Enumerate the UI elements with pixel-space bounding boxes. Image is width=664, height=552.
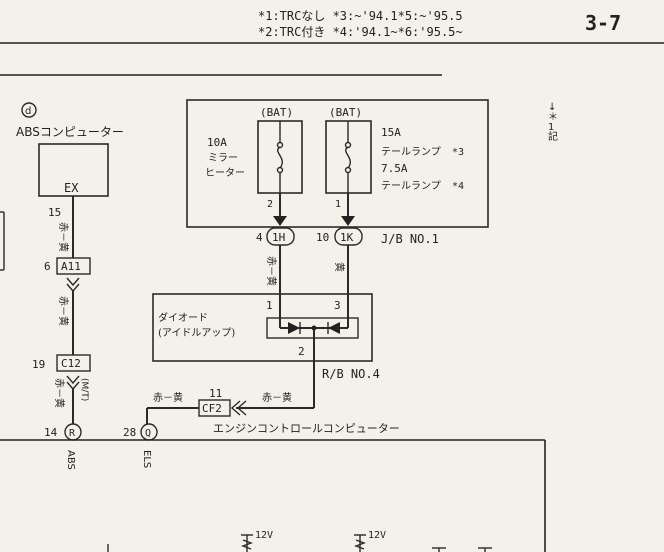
fuse-left-pin: 2 [267,199,273,210]
cf2-chevron-1-icon [236,400,247,416]
fuse-box [186,99,489,228]
fuse-right-terminal-bottom [344,166,352,174]
fuse-left-name-1: ミラー [208,152,238,164]
fuse-right-name-1: テールランプ [381,146,441,158]
abs-pin-15: 15 [48,206,61,219]
ecu-terminal-r-label: R [69,428,76,439]
fuse-left-rating: 10A [207,136,227,149]
ecu-label-els: ELS [141,450,152,468]
jb-wire-color-left: 赤－黄 [265,256,278,286]
fuse-right-arrow-icon [341,216,355,226]
connector-c12 [56,354,91,372]
jb-label: J/B NO.1 [381,232,439,246]
diode-title-1: ダイオード [158,311,208,324]
fuse-left-terminal-bottom [276,166,284,174]
page-number: 3-7 [585,11,621,35]
ecu-pin-els: 28 [123,426,136,439]
cf2-wire-color: 赤－黄 [153,391,183,404]
fuse-right-note-1: *3 [452,147,464,158]
abs-computer-title: ABSコンピューター [16,125,124,139]
fuse-right-pin: 1 [335,199,341,210]
fuse-right-terminal-top [344,141,352,149]
header-notes-line1: *1:TRCなし *3:~'94.1*5:~'95.5 [258,9,463,23]
diode-right-icon [328,322,340,334]
c12-chevron-top-icon [66,375,80,385]
v2-resistor-icon [354,539,366,550]
fuse-right-note-2: *4 [452,181,464,192]
ecu-terminal-q-label: Q [145,428,151,439]
abs-wire-color-3: 赤－黄 [53,378,66,408]
connector-cf2-label: CF2 [202,402,222,415]
diode-wire-color: 赤－黄 [262,391,292,404]
diode-pin-3: 3 [334,299,341,312]
v1-resistor-icon [241,539,253,550]
connector-a11 [56,257,91,275]
fuse-right-bat: (BAT) [329,106,362,119]
connector-c12-label: C12 [61,357,81,370]
fuse-left-name-2: ヒーター [205,167,245,179]
abs-circle-marker [21,102,37,118]
fuse-left-element-icon [277,146,283,169]
diode-pin-1: 1 [266,299,273,312]
diode-box [152,293,373,362]
abs-wire-color-1: 赤－黄 [57,222,70,252]
fuse-right-element-icon [345,146,351,169]
fuse-right-rating-1: 15A [381,126,401,139]
a11-pin: 6 [44,260,51,273]
header-notes-line2: *2:TRC付き *4:'94.1~*6:'95.5~ [258,25,463,39]
abs-circle-label: d [25,106,31,117]
ecu-title: エンジンコントロールコンピューター [213,422,400,435]
jb-left-pin: 4 [256,231,263,244]
diode-pin-2: 2 [298,345,305,358]
c12-pin: 19 [32,358,45,371]
v2-label: 12V [368,530,386,541]
v1-label: 12V [255,530,273,541]
fuse-left-terminal-top [276,141,284,149]
jb-connector-1k-label: 1K [340,231,354,244]
abs-wire-note: (M/T) [79,378,89,401]
abs-wire-color-2: 赤－黄 [57,296,70,326]
connector-a11-label: A11 [61,260,81,273]
ecu-pin-abs: 14 [44,426,58,439]
rb-label: R/B NO.4 [322,367,380,381]
fuse-left-arrow-icon [273,216,287,226]
fuse-left-bat: (BAT) [260,106,293,119]
fuse-right-name-2: テールランプ [381,180,441,192]
diode-title-2: (アイドルアップ) [158,327,235,339]
a11-chevron-top-icon [66,277,80,287]
jb-wire-color-right: 黄 [333,262,346,272]
diode-left-icon [288,322,300,334]
cf2-chevron-2-icon [230,400,241,416]
cf2-pin: 11 [209,387,222,400]
jb-right-pin: 10 [316,231,329,244]
fuse-right-rating-2: 7.5A [381,162,408,175]
jb-connector-1h-label: 1H [272,231,285,244]
ecu-label-abs: ABS [65,450,76,470]
diode-housing [266,317,359,339]
abs-terminal-ex: EX [64,181,79,195]
